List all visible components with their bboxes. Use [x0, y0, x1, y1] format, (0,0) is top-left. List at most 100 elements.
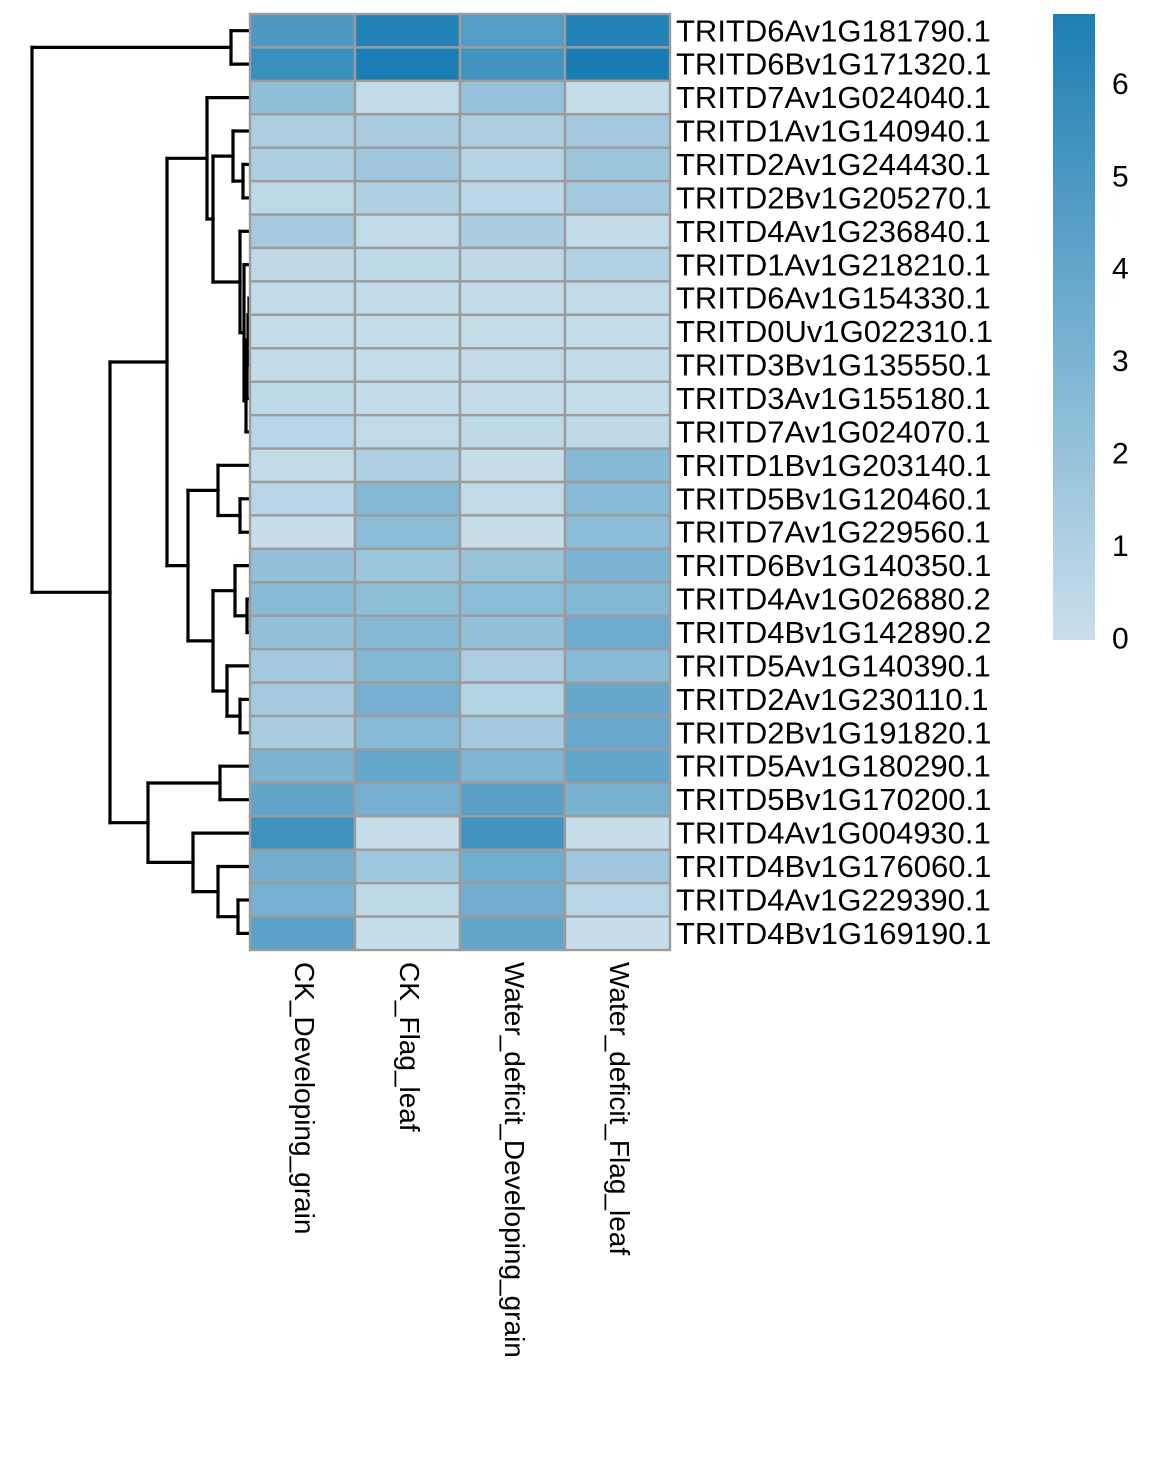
heatmap-cell — [563, 614, 672, 651]
heatmap-cell — [458, 280, 567, 317]
heatmap-cell — [563, 848, 672, 885]
row-label: TRITD1Av1G140940.1 — [676, 114, 991, 149]
heatmap-cell — [248, 480, 357, 517]
colorbar-tick-label: 1 — [1112, 530, 1129, 563]
colorbar-tick-label: 2 — [1112, 438, 1129, 471]
heatmap-cell — [458, 915, 567, 952]
heatmap-cell — [563, 748, 672, 785]
heatmap-cell — [248, 146, 357, 183]
heatmap-cell — [563, 79, 672, 116]
heatmap-cell — [248, 514, 357, 551]
heatmap-cell — [353, 614, 462, 651]
colorbar-tick-label: 6 — [1112, 68, 1129, 101]
column-label: CK_Flag_leaf — [394, 962, 425, 1132]
heatmap-cell — [458, 347, 567, 383]
heatmap-cell — [458, 46, 567, 83]
heatmap-cell — [458, 614, 567, 651]
heatmap-cell — [353, 46, 462, 83]
row-label: TRITD4Av1G229390.1 — [676, 882, 991, 917]
row-label: TRITD5Av1G180290.1 — [676, 749, 991, 784]
heatmap-cell — [563, 714, 672, 751]
row-label: TRITD4Bv1G176060.1 — [676, 849, 991, 884]
heatmap-cell — [458, 213, 567, 250]
heatmap-cell — [353, 12, 462, 49]
row-label: TRITD1Bv1G203140.1 — [676, 448, 991, 483]
heatmap-cell — [248, 380, 357, 417]
colorbar-tick-label: 4 — [1112, 253, 1129, 286]
heatmap-cell — [353, 514, 462, 551]
row-label: TRITD2Av1G244430.1 — [676, 147, 991, 182]
row-labels: TRITD6Av1G181790.1TRITD6Bv1G171320.1TRIT… — [676, 13, 993, 951]
heatmap-cell — [248, 447, 357, 484]
heatmap-cell — [563, 12, 672, 49]
row-label: TRITD2Bv1G205270.1 — [676, 180, 991, 215]
heatmap-cell — [248, 848, 357, 885]
heatmap-cell — [563, 246, 672, 283]
heatmap-cell — [458, 815, 567, 851]
heatmap-cell — [353, 881, 462, 918]
heatmap-cell — [248, 79, 357, 116]
column-label: Water_deficit_Flag_leaf — [604, 962, 635, 1255]
colorbar-tick-label: 3 — [1112, 345, 1129, 378]
row-label: TRITD6Bv1G140350.1 — [676, 548, 991, 583]
heatmap-cell — [563, 380, 672, 417]
heatmap-cell — [458, 647, 567, 684]
heatmap-cell — [353, 748, 462, 785]
heatmap-cell — [353, 413, 462, 450]
row-label: TRITD1Av1G218210.1 — [676, 247, 991, 282]
heatmap-cell — [458, 146, 567, 183]
colorbar-tick-label: 5 — [1112, 160, 1129, 193]
heatmap-cell — [248, 681, 357, 718]
heatmap-cell — [353, 581, 462, 617]
row-dendrogram — [30, 29, 252, 936]
column-label: Water_deficit_Developing_grain — [499, 962, 530, 1358]
row-label: TRITD7Av1G024070.1 — [676, 414, 991, 449]
heatmap-cell — [563, 681, 672, 718]
heatmap-cell — [458, 881, 567, 918]
heatmap-cell — [248, 748, 357, 785]
colorbar-bar — [1053, 14, 1095, 640]
column-labels: CK_Developing_grain CK_Flag_leaf Water_def… — [289, 962, 635, 1358]
row-label: TRITD7Av1G229560.1 — [676, 515, 991, 550]
heatmap-cell — [353, 480, 462, 517]
heatmap-cell — [353, 915, 462, 952]
heatmap-cell — [563, 413, 672, 450]
heatmap-cell — [458, 848, 567, 885]
heatmap-cell — [248, 313, 357, 350]
heatmap-cell — [563, 179, 672, 216]
column-label: CK_Developing_grain — [289, 962, 320, 1234]
heatmap-cell — [458, 514, 567, 551]
heatmap-cell — [458, 380, 567, 417]
heatmap-cell — [353, 781, 462, 818]
heatmap-cell — [353, 547, 462, 584]
row-label: TRITD6Av1G154330.1 — [676, 281, 991, 316]
heatmap-cell — [353, 815, 462, 851]
row-label: TRITD7Av1G024040.1 — [676, 80, 991, 115]
heatmap-cell — [563, 480, 672, 517]
row-label: TRITD4Bv1G169190.1 — [676, 916, 991, 951]
heatmap-cell — [458, 179, 567, 216]
heatmap-cell — [458, 781, 567, 818]
heatmap-cell — [248, 714, 357, 751]
row-label: TRITD2Av1G230110.1 — [676, 682, 988, 717]
heatmap-cell — [563, 781, 672, 818]
heatmap-cell — [248, 113, 357, 149]
heatmap-cell — [353, 848, 462, 885]
heatmap-cell — [563, 581, 672, 617]
heatmap-cell — [563, 815, 672, 851]
row-label: TRITD4Bv1G142890.2 — [676, 615, 991, 650]
heatmap-cell — [563, 915, 672, 952]
row-label: TRITD4Av1G004930.1 — [676, 816, 991, 851]
heatmap-cell — [458, 413, 567, 450]
heatmap-cell — [248, 246, 357, 283]
heatmap-cell — [563, 313, 672, 350]
heatmap-cell — [353, 280, 462, 317]
heatmap-cell — [563, 514, 672, 551]
heatmap-cell — [248, 815, 357, 851]
heatmap-cell — [248, 781, 357, 818]
heatmap-cell — [248, 413, 357, 450]
heatmap-cell — [353, 179, 462, 216]
heatmap-cell — [353, 447, 462, 484]
